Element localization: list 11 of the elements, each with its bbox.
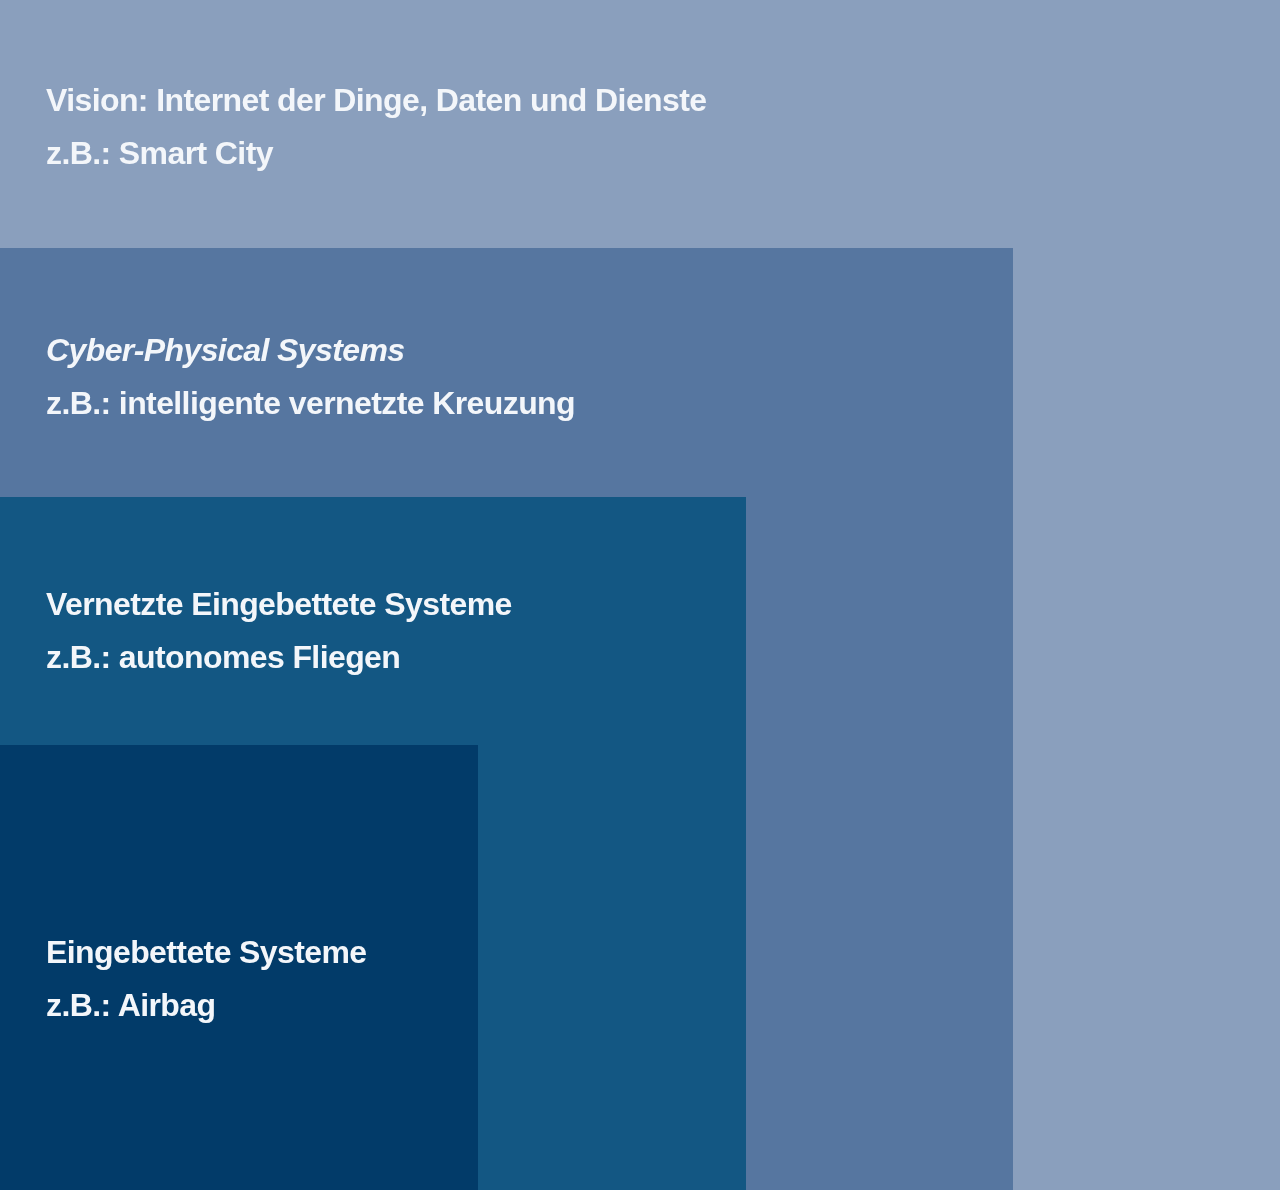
layer-heading: Vernetzte Eingebettete Systeme xyxy=(46,585,512,624)
layer-heading: Cyber-Physical Systems xyxy=(46,331,405,370)
layer-heading: Eingebettete Systeme xyxy=(46,933,367,972)
layer-panel xyxy=(0,745,478,1190)
example-text: z.B.: intelligente vernetzte Kreuzung xyxy=(46,384,575,423)
example-text: z.B.: Smart City xyxy=(46,134,273,173)
example-text: z.B.: autonomes Fliegen xyxy=(46,638,401,677)
layer-heading: Vision: Internet der Dinge, Daten und Dienste xyxy=(46,81,707,120)
layer-panel xyxy=(0,248,1013,1190)
layer-panel xyxy=(0,497,746,1190)
example-text: z.B.: Airbag xyxy=(46,986,216,1025)
